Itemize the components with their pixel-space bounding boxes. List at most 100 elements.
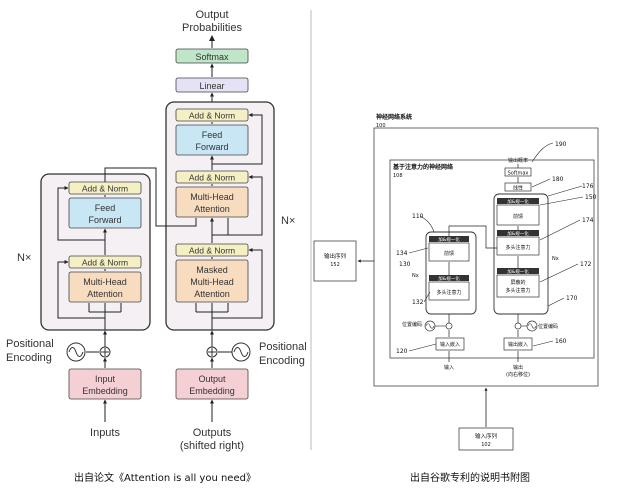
- embedding-label: Embedding: [189, 386, 235, 396]
- ref-176: 176: [582, 183, 594, 190]
- inner-title: 基于注意力的神经网络: [392, 163, 453, 171]
- add-icon: [514, 322, 522, 330]
- decoder-nx-label: N×: [281, 215, 295, 227]
- decoder-add-norm-2: [175, 170, 249, 184]
- positional-label: Positional: [6, 338, 54, 350]
- encoder-nx-label: Nx: [412, 273, 419, 279]
- ref-174: 174: [582, 217, 594, 224]
- output-emb-label: Output: [198, 374, 226, 384]
- ff-label: 前馈: [444, 250, 454, 257]
- encoding-label-right: Encoding: [259, 355, 305, 367]
- decoder-multi-head-attention: [175, 186, 249, 218]
- left-caption: 出自论文《Attention is all you need》: [74, 471, 256, 484]
- ref-170: 170: [566, 295, 578, 302]
- softmax-block: [504, 167, 532, 177]
- ref-160: 160: [555, 338, 567, 345]
- attention-label: Attention: [194, 204, 230, 214]
- add-norm-label: 加&规一化: [438, 275, 460, 282]
- forward-label: Forward: [195, 142, 228, 152]
- ref-110: 110: [412, 213, 424, 220]
- output-shifted-label: (向右移位): [506, 371, 530, 378]
- add-norm-label: 加&规一化: [507, 198, 529, 205]
- system-title: 神经网络系统: [376, 113, 412, 121]
- input-emb-label: 输入嵌入: [440, 341, 460, 348]
- decoder-nx-label: Nx: [552, 256, 559, 262]
- encoder-stack: [40, 173, 151, 331]
- inputs-label: Inputs: [90, 427, 120, 439]
- ref-172: 172: [580, 261, 592, 268]
- output-label: 输出: [513, 364, 523, 371]
- embedding-label: Embedding: [82, 386, 128, 396]
- ref-130: 130: [399, 261, 411, 268]
- pos-enc-label-left: 位置编码: [402, 321, 422, 328]
- decoder-add-norm-3: [497, 198, 539, 204]
- add-norm-label: 加&规一化: [507, 230, 529, 237]
- ref-134: 134: [396, 250, 408, 257]
- encoder-add-norm-1: [429, 275, 469, 281]
- decoder-masked-mha: [496, 274, 540, 298]
- in-seq-num: 102: [481, 442, 491, 448]
- add-norm-label: Add & Norm: [189, 246, 235, 256]
- right-caption: 出自谷歌专利的说明书附图: [410, 471, 530, 484]
- in-seq-label: 输入序列: [475, 432, 498, 440]
- ref-132: 132: [412, 299, 424, 306]
- masked-label-2: 多头注意力: [505, 287, 530, 294]
- decoder-add-norm-1: [497, 268, 539, 274]
- out-prob-label: 输出概率: [508, 157, 528, 164]
- input-embedding-block: [68, 368, 142, 400]
- encoder-add-norm-2: [429, 236, 469, 242]
- encoder-nx-label: N×: [17, 252, 31, 264]
- inner-num: 108: [393, 173, 403, 179]
- mha-label: Multi-Head: [190, 192, 234, 202]
- decoder-add-norm-2: [497, 230, 539, 236]
- encoder-ff: [428, 242, 470, 262]
- decoder-add-norm-3: [175, 108, 249, 122]
- input-label: 输入: [444, 364, 454, 371]
- encoder-mha: [428, 281, 470, 301]
- patent-figure: 神经网络系统 100 基于注意力的神经网络 108 输出概率 Softmax 线…: [313, 113, 599, 484]
- linear-block: [504, 182, 532, 192]
- linear-label: Linear: [199, 81, 224, 91]
- system-num: 100: [376, 123, 386, 129]
- softmax-label: Softmax: [508, 171, 529, 177]
- shifted-right-label: (shifted right): [180, 440, 244, 452]
- linear-label: 线性: [513, 185, 523, 192]
- ref-190: 190: [555, 141, 567, 148]
- input-emb-label: Input: [95, 374, 116, 384]
- output-emb-label: 输出嵌入: [508, 341, 528, 348]
- output-embedding-block: [503, 337, 533, 351]
- encoder-feed-forward: [68, 197, 142, 229]
- add-norm-label: Add & Norm: [189, 173, 235, 183]
- decoder-add-norm-1: [175, 243, 249, 257]
- forward-label: Forward: [88, 215, 121, 225]
- transformer-figure: Output Probabilities Softmax Linear Add …: [6, 9, 307, 484]
- decoder-ff: [496, 204, 540, 226]
- mha-label: 多头注意力: [436, 289, 461, 296]
- ref-120: 120: [396, 348, 408, 355]
- positional-label-right: Positional: [259, 341, 307, 353]
- mha-label: Multi-Head: [83, 277, 127, 287]
- encoder-add-norm-1: [68, 255, 142, 269]
- input-sequence-box: [458, 427, 514, 451]
- output-probabilities-label-2: Probabilities: [182, 22, 242, 34]
- mha-label: 多头注意力: [505, 244, 530, 251]
- output-embedding-block: [175, 368, 249, 400]
- decoder-feed-forward: [175, 124, 249, 156]
- ff-label: 前馈: [513, 213, 523, 220]
- masked-label: Masked: [196, 265, 228, 275]
- add-norm-label: 加&规一化: [507, 268, 529, 275]
- encoding-label: Encoding: [6, 352, 52, 364]
- linear-block: [175, 77, 249, 93]
- masked-label-1: 屏蔽的: [510, 279, 525, 286]
- ref-150: 150: [585, 194, 597, 201]
- outputs-label: Outputs: [193, 427, 232, 439]
- masked-mha-label: Multi-Head: [190, 277, 234, 287]
- add-norm-label: 加&规一化: [438, 236, 460, 243]
- softmax-label: Softmax: [195, 52, 229, 62]
- encoder-multi-head-attention: [68, 271, 142, 303]
- attention-label: Attention: [87, 289, 123, 299]
- out-seq-label: 输出序列: [324, 252, 347, 260]
- decoder-mha: [496, 236, 540, 256]
- network-box: [389, 159, 595, 359]
